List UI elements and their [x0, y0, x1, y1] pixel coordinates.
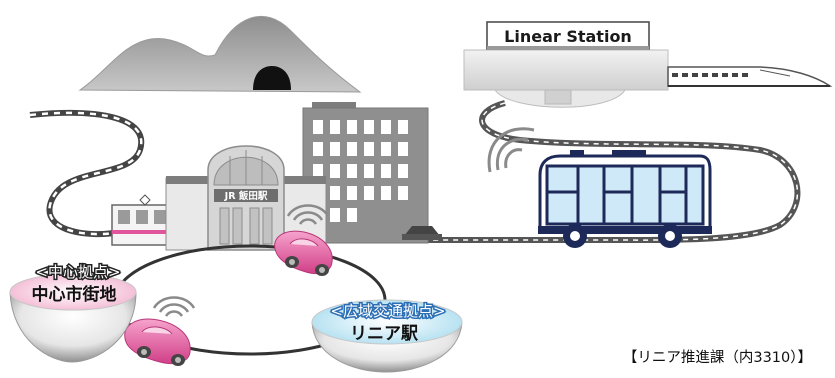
jr-station-sign: JR 飯田駅	[224, 190, 268, 202]
railway-track	[29, 109, 145, 238]
station-label: Linear Station	[504, 27, 632, 46]
central-hub-subtitle: <中心拠点>	[35, 263, 120, 281]
wifi-signal-icon	[286, 204, 330, 225]
wide-hub-bowl	[311, 299, 463, 373]
maglev-train-icon	[667, 66, 833, 87]
wide-hub-name: リニア駅	[350, 324, 419, 344]
small-car-icon	[274, 230, 333, 276]
wifi-signal-icon	[152, 296, 196, 317]
wide-hub-subtitle: <広域交通拠点>	[330, 302, 445, 320]
autonomous-bus-icon	[538, 150, 712, 248]
small-car-icon	[124, 318, 191, 366]
footer-note: 【リニア推進課（内3310）】	[623, 349, 812, 366]
linear-station-icon	[463, 21, 669, 108]
mountain-tunnel-icon	[78, 15, 362, 93]
central-hub-bowl	[9, 273, 137, 363]
wifi-signal-icon	[487, 127, 535, 173]
small-dark-car-icon	[402, 226, 442, 240]
central-hub-name: 中心市街地	[32, 284, 117, 305]
